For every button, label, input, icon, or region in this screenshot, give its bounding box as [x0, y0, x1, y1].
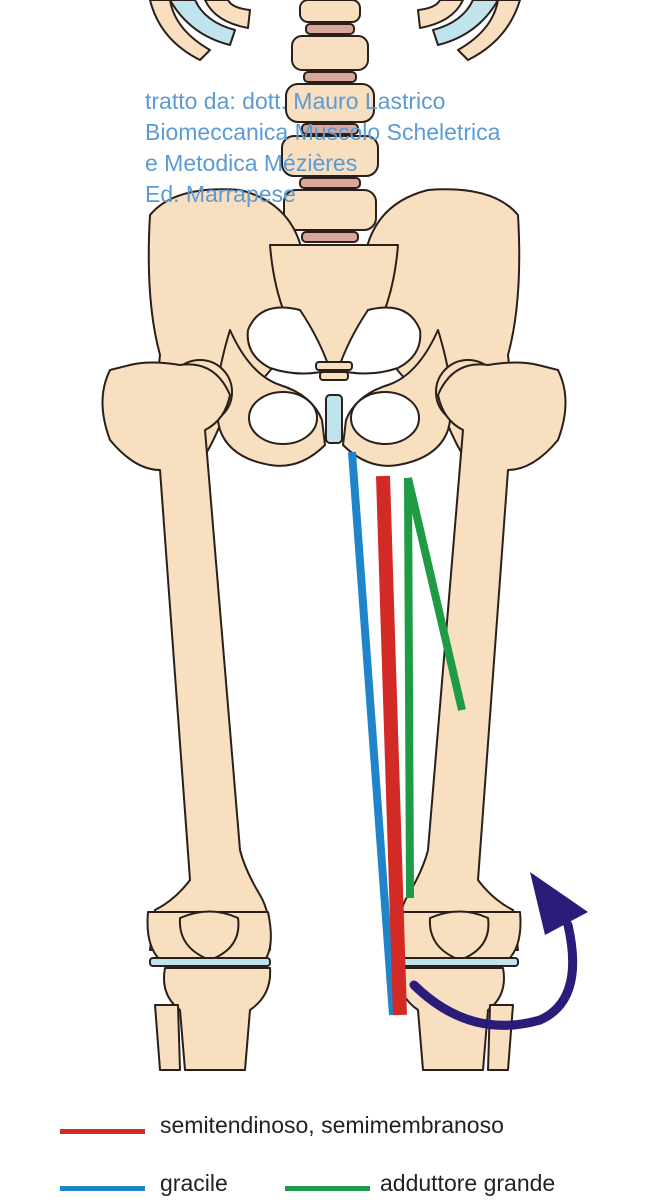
legend-swatch-adduttore	[285, 1186, 370, 1191]
ribcage	[149, 0, 521, 61]
patellae	[178, 910, 490, 961]
credit-line-3: e Metodica Mézières	[145, 150, 358, 176]
credit-line-2: Biomeccanica Muscolo Scheletrica	[145, 119, 501, 145]
legend-label-semitendinoso: semitendinoso, semimembranoso	[160, 1112, 504, 1138]
adduttore-grande-line-2	[404, 477, 466, 711]
semitendinoso-line	[376, 475, 407, 1016]
left-tibia	[154, 967, 272, 1071]
adduttore-grande-line-1	[404, 477, 414, 899]
legend-swatch-semitendinoso	[60, 1129, 145, 1134]
legend-label-gracile: gracile	[160, 1170, 228, 1196]
credit-line-1: tratto da: dott. Mauro Lastrico	[145, 88, 446, 114]
credit-line-4: Ed. Marrapese	[145, 181, 296, 207]
curved-arrow-icon	[409, 872, 588, 1030]
lumbar-spine	[281, 0, 379, 243]
source-credit: tratto da: dott. Mauro Lastrico Biomecca…	[145, 86, 500, 210]
legend-swatch-gracile	[60, 1186, 145, 1191]
gracile-line	[348, 451, 397, 1016]
legend-label-adduttore: adduttore grande	[380, 1170, 556, 1196]
muscle-lines	[348, 451, 466, 1016]
